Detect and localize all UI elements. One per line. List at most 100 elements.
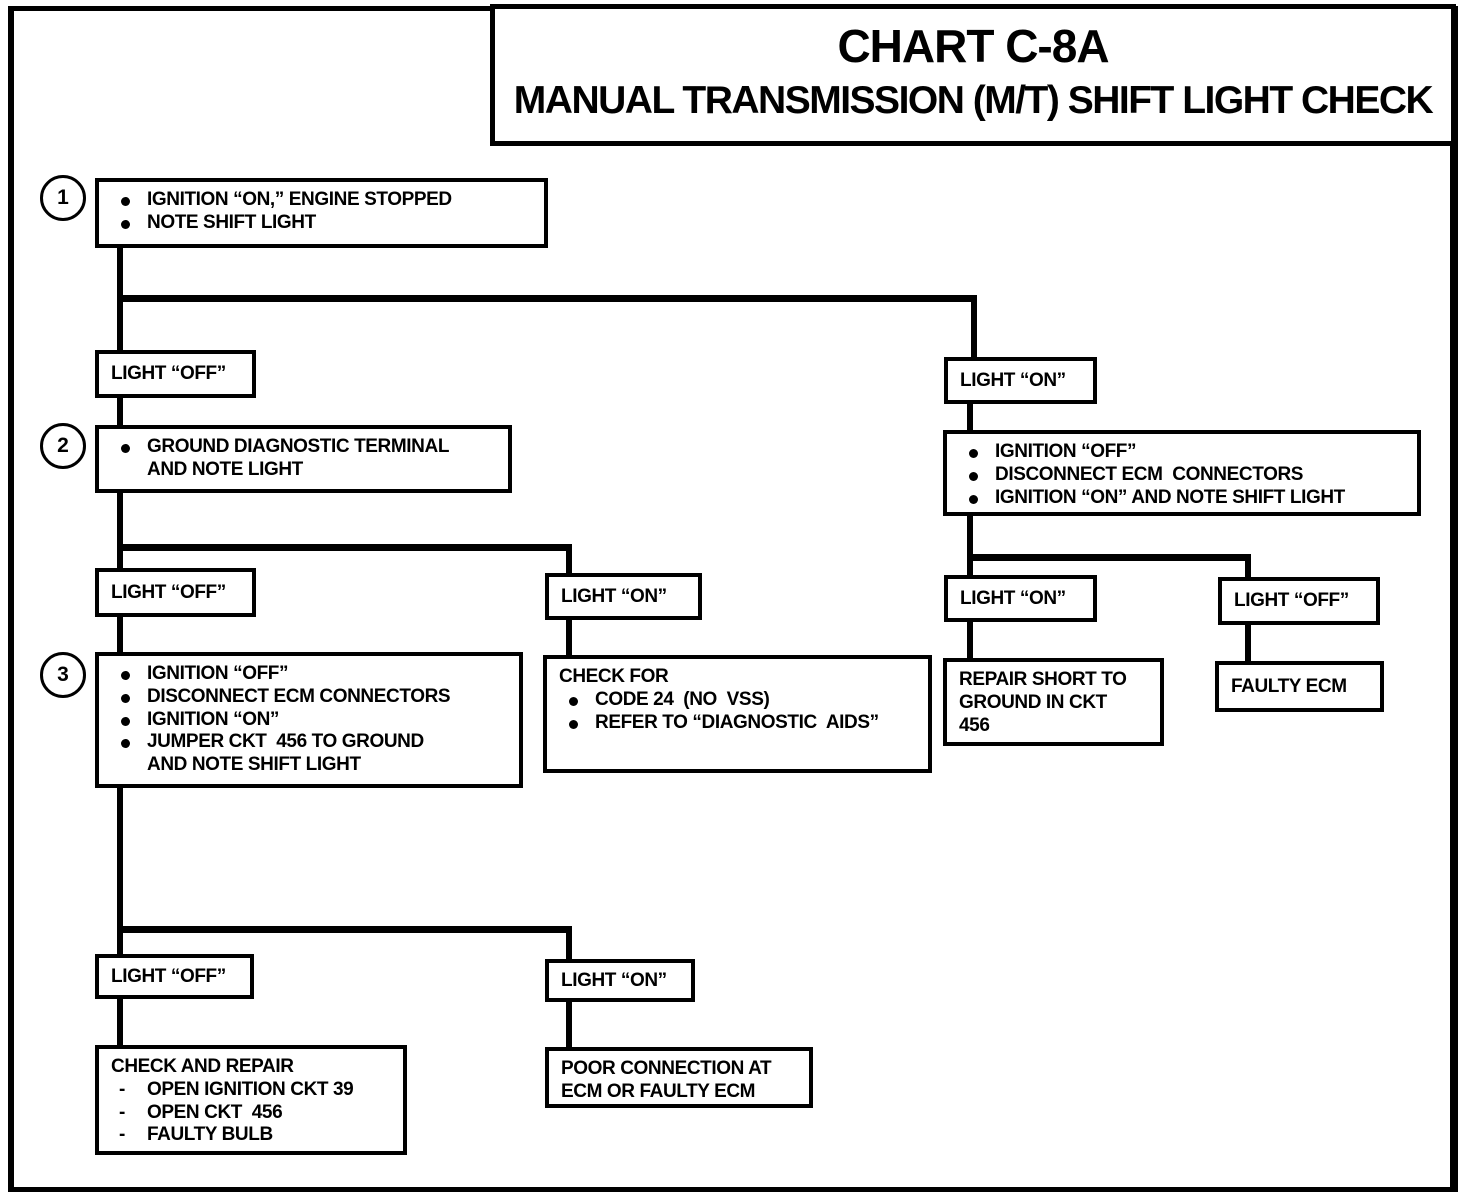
result-label: LIGHT “ON” — [561, 969, 667, 991]
dash-item: - FAULTY BULB — [109, 1124, 397, 1147]
bullet-icon — [121, 671, 130, 680]
bullet-icon — [121, 739, 130, 749]
bullet-icon — [121, 197, 130, 206]
bullet-icon — [569, 696, 578, 706]
bullet-item: REFER TO “DIAGNOSTIC AIDS” — [557, 712, 922, 735]
result-label: LIGHT “ON” — [960, 587, 1066, 609]
chart-subtitle: MANUAL TRANSMISSION (M/T) SHIFT LIGHT CH… — [513, 79, 1434, 122]
poor-connection-box: POOR CONNECTION AT ECM OR FAULTY ECM — [545, 1047, 813, 1108]
step-1-badge: 1 — [40, 175, 86, 221]
result-label: LIGHT “ON” — [960, 369, 1066, 391]
dash-item: - OPEN IGNITION CKT 39 — [109, 1079, 397, 1102]
check-and-repair-item-1: OPEN IGNITION CKT 39 — [147, 1078, 354, 1100]
bullet-item: NOTE SHIFT LIGHT — [109, 212, 538, 235]
connector-line — [117, 926, 572, 933]
check-for-item-2: REFER TO “DIAGNOSTIC AIDS” — [595, 711, 879, 733]
bullet-item: CODE 24 (NO VSS) — [557, 689, 922, 712]
result-light-off-3: LIGHT “OFF” — [1218, 577, 1380, 625]
dash-marker: - — [119, 1124, 126, 1146]
connector-line — [971, 295, 977, 358]
step-1-action-1: IGNITION “ON,” ENGINE STOPPED — [147, 189, 452, 210]
connector-line — [566, 1001, 572, 1049]
faulty-ecm-box: FAULTY ECM — [1215, 661, 1384, 712]
connector-line — [117, 787, 123, 956]
result-light-on-4: LIGHT “ON” — [545, 959, 695, 1002]
faulty-ecm-text: FAULTY ECM — [1231, 675, 1347, 697]
step-1-actions-box: IGNITION “ON,” ENGINE STOPPED NOTE SHIFT… — [95, 178, 548, 248]
bullet-item: IGNITION “ON,” ENGINE STOPPED — [109, 189, 538, 212]
repair-short-text: REPAIR SHORT TO GROUND IN CKT 456 — [959, 669, 1127, 736]
poor-connection-text: POOR CONNECTION AT ECM OR FAULTY ECM — [561, 1058, 772, 1102]
panel-header: CHECK AND REPAIR — [109, 1056, 397, 1079]
bullet-icon — [121, 219, 130, 229]
step-3-actions-box: IGNITION “OFF” DISCONNECT ECM CONNECTORS… — [95, 652, 523, 788]
connector-line — [967, 554, 1251, 561]
result-light-off-1: LIGHT “OFF” — [95, 350, 256, 398]
ecm-check-action-1: IGNITION “OFF” — [995, 441, 1137, 462]
connector-line — [1245, 554, 1251, 579]
check-and-repair-box: CHECK AND REPAIR - OPEN IGNITION CKT 39 … — [95, 1045, 407, 1155]
bullet-icon — [969, 471, 978, 481]
result-light-on-2: LIGHT “ON” — [545, 573, 702, 620]
connector-line — [566, 926, 572, 961]
bullet-item: IGNITION “OFF” — [957, 441, 1411, 464]
dash-marker: - — [119, 1101, 126, 1123]
bullet-icon — [569, 719, 578, 729]
bullet-icon — [121, 693, 130, 703]
connector-line — [967, 403, 973, 432]
result-light-on-1: LIGHT “ON” — [944, 357, 1097, 404]
result-label: LIGHT “OFF” — [111, 363, 226, 384]
connector-line — [566, 619, 572, 657]
bullet-icon — [121, 716, 130, 726]
step-2-badge: 2 — [40, 423, 86, 469]
step-3-number: 3 — [57, 663, 69, 686]
bullet-item: IGNITION “OFF” — [109, 663, 513, 686]
bullet-item: DISCONNECT ECM CONNECTORS — [109, 686, 513, 709]
connector-line — [117, 492, 123, 570]
step-3-badge: 3 — [40, 652, 86, 698]
check-for-box: CHECK FOR CODE 24 (NO VSS) REFER TO “DIA… — [543, 655, 932, 773]
connector-line — [117, 295, 977, 302]
check-and-repair-header: CHECK AND REPAIR — [111, 1056, 294, 1077]
terminal-text: REPAIR SHORT TO GROUND IN CKT 456 — [957, 669, 1154, 737]
step-2-action-1: GROUND DIAGNOSTIC TERMINAL AND NOTE LIGH… — [147, 436, 450, 480]
result-light-on-3: LIGHT “ON” — [944, 575, 1097, 622]
dash-marker: - — [119, 1078, 126, 1100]
ecm-check-actions-box: IGNITION “OFF” DISCONNECT ECM CONNECTORS… — [943, 430, 1421, 516]
bullet-icon — [969, 449, 978, 458]
step-3-action-3: IGNITION “ON” — [147, 708, 280, 730]
bullet-item: DISCONNECT ECM CONNECTORS — [957, 464, 1411, 487]
dash-item: - OPEN CKT 456 — [109, 1102, 397, 1125]
step-3-action-2: DISCONNECT ECM CONNECTORS — [147, 685, 451, 707]
step-2-number: 2 — [57, 434, 69, 457]
bullet-icon — [969, 494, 978, 504]
step-1-action-2: NOTE SHIFT LIGHT — [147, 211, 316, 233]
result-label: LIGHT “OFF” — [111, 581, 226, 603]
panel-header: CHECK FOR — [557, 666, 922, 689]
connector-line — [117, 998, 123, 1047]
ecm-check-action-2: DISCONNECT ECM CONNECTORS — [995, 463, 1304, 485]
check-and-repair-item-3: FAULTY BULB — [147, 1124, 273, 1146]
check-for-item-1: CODE 24 (NO VSS) — [595, 688, 770, 710]
bullet-item: IGNITION “ON” — [109, 709, 513, 732]
connector-line — [566, 544, 572, 575]
check-and-repair-item-2: OPEN CKT 456 — [147, 1101, 283, 1123]
repair-short-box: REPAIR SHORT TO GROUND IN CKT 456 — [943, 658, 1164, 746]
result-label: LIGHT “ON” — [561, 585, 667, 607]
connector-line — [117, 397, 123, 427]
ecm-check-action-3: IGNITION “ON” AND NOTE SHIFT LIGHT — [995, 486, 1345, 508]
bullet-item: IGNITION “ON” AND NOTE SHIFT LIGHT — [957, 487, 1411, 510]
connector-line — [967, 515, 973, 577]
connector-line — [967, 621, 973, 660]
result-light-off-2: LIGHT “OFF” — [95, 568, 256, 617]
check-for-header: CHECK FOR — [559, 666, 669, 687]
step-1-number: 1 — [57, 186, 69, 209]
terminal-text: POOR CONNECTION AT ECM OR FAULTY ECM — [559, 1058, 803, 1104]
result-label: LIGHT “OFF” — [111, 965, 226, 987]
result-light-off-4: LIGHT “OFF” — [95, 954, 254, 999]
connector-line — [117, 544, 572, 551]
title-box: CHART C-8A MANUAL TRANSMISSION (M/T) SHI… — [490, 4, 1456, 146]
chart-title: CHART C-8A — [837, 20, 1109, 72]
result-label: LIGHT “OFF” — [1234, 590, 1349, 611]
